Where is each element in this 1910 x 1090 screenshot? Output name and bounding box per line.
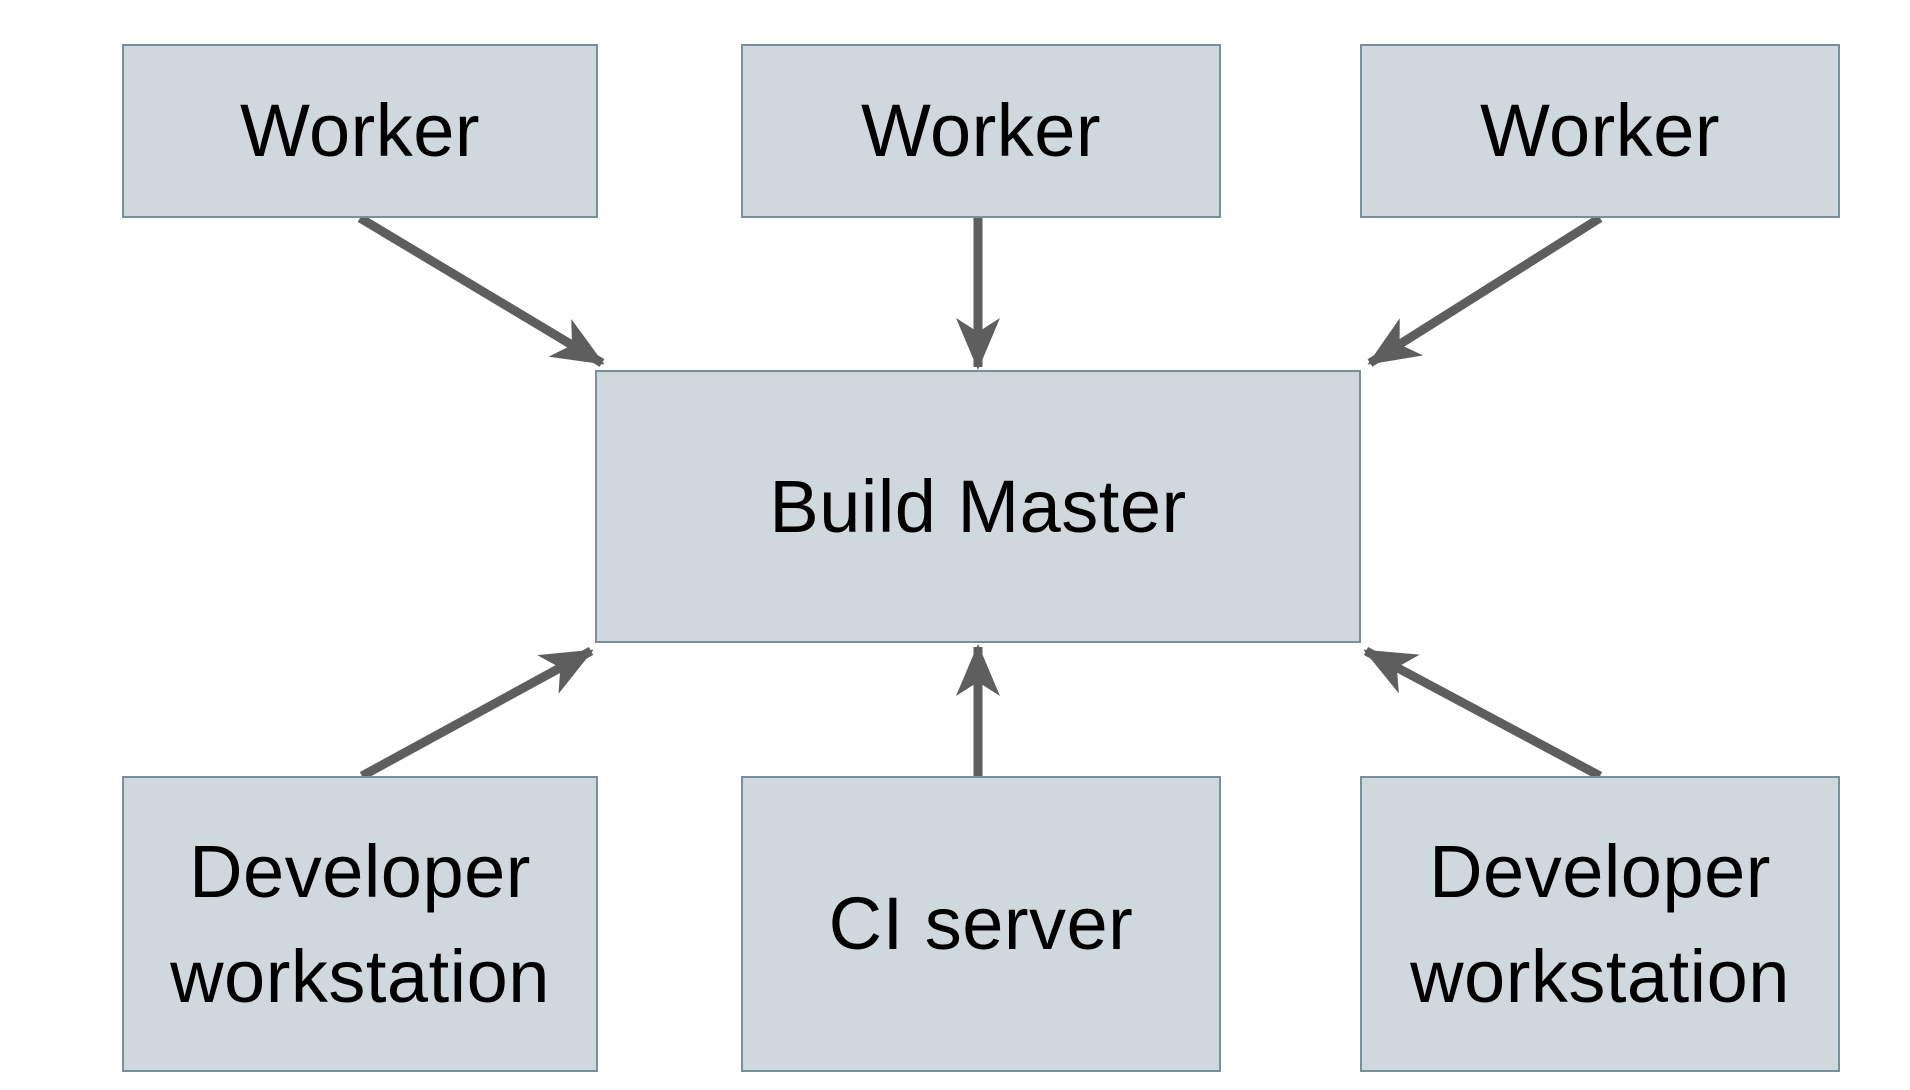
arrow-worker-1-to-build-master [357, 214, 605, 367]
node-label: Developer workstation [170, 829, 550, 1018]
node-build-master: Build Master [595, 370, 1361, 643]
arrow-developer-workstation-right-to-build-master [1363, 647, 1603, 780]
node-worker-1: Worker [122, 44, 598, 218]
node-label: Build Master [769, 464, 1187, 548]
node-label: Worker [239, 89, 481, 173]
arrow-worker-3-to-build-master [1367, 214, 1603, 367]
node-developer-workstation-right: Developer workstation [1360, 776, 1840, 1072]
node-worker-3: Worker [1360, 44, 1840, 218]
node-developer-workstation-left: Developer workstation [122, 776, 598, 1072]
node-label: Worker [860, 89, 1102, 173]
node-worker-2: Worker [741, 44, 1221, 218]
node-ci-server: CI server [741, 776, 1221, 1072]
node-label: Worker [1479, 89, 1721, 173]
node-label: CI server [828, 882, 1134, 966]
arrow-developer-workstation-left-to-build-master [359, 647, 594, 780]
node-label: Developer workstation [1410, 829, 1790, 1018]
